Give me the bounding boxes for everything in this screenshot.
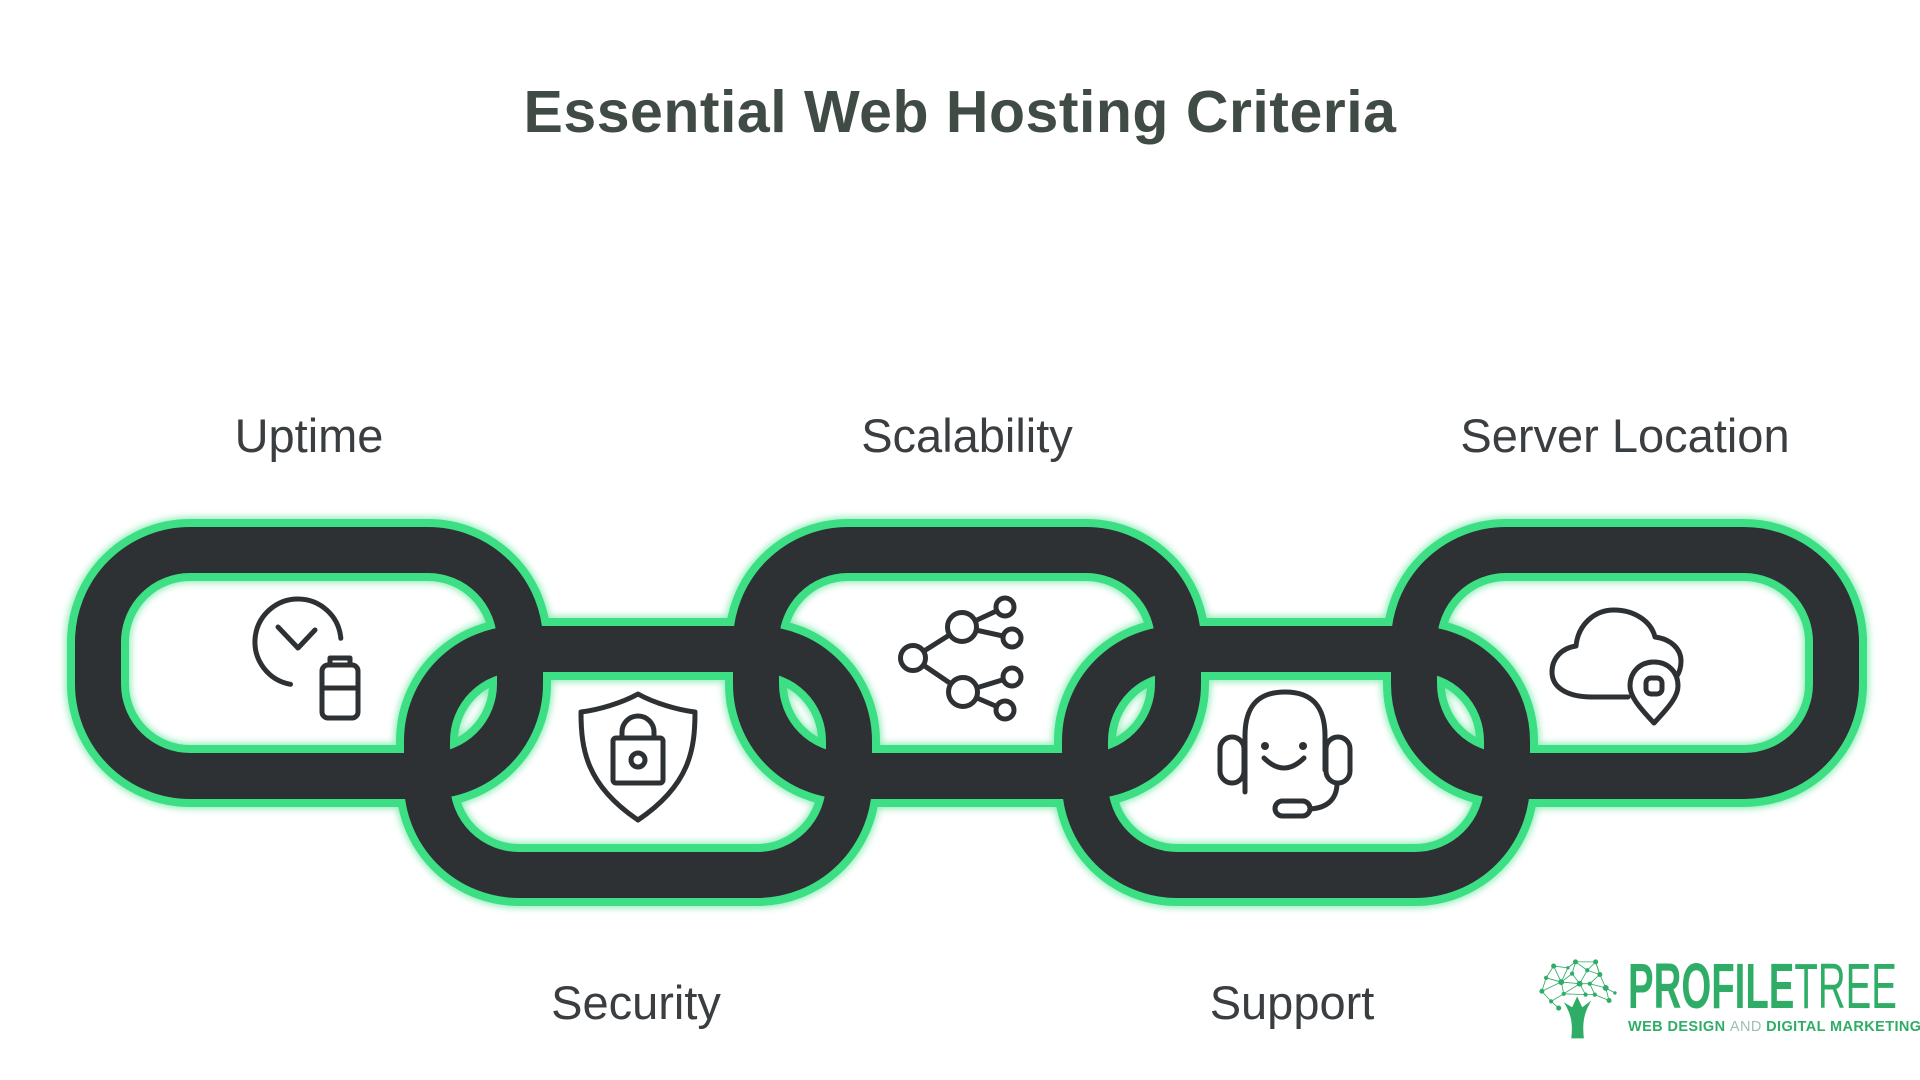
shield-lock-icon [578,691,698,823]
clock-battery-icon [252,596,363,721]
network-nodes-icon [898,595,1024,722]
logo-wordmark-tree: TREE [1794,950,1897,1022]
logo-tagline-webdesign: WEB DESIGN [1628,1019,1730,1036]
logo-tagline: WEB DESIGN AND DIGITAL MARKETING [1628,1019,1920,1035]
logo-wordmark: PROFILETREE [1628,954,1897,1018]
chain-link-server-location [1391,527,1859,799]
label-server-location: Server Location [1460,409,1790,462]
page-title: Essential Web Hosting Criteria [523,79,1397,145]
logo-tagline-marketing: DIGITAL MARKETING [1761,1019,1920,1036]
profiletree-logo: PROFILETREE WEB DESIGN AND DIGITAL MARKE… [1536,952,1920,1044]
label-uptime: Uptime [234,409,384,462]
label-security: Security [551,976,721,1029]
chain-dark-layer [75,527,1859,898]
logo-tagline-and: AND [1729,1019,1762,1036]
cloud-location-icon [1549,607,1684,726]
label-scalability: Scalability [861,409,1073,462]
support-agent-icon [1217,689,1353,819]
profiletree-logo-icon [1539,959,1617,1039]
label-support: Support [1209,976,1375,1029]
logo-wordmark-profile: PROFILE [1628,950,1795,1022]
